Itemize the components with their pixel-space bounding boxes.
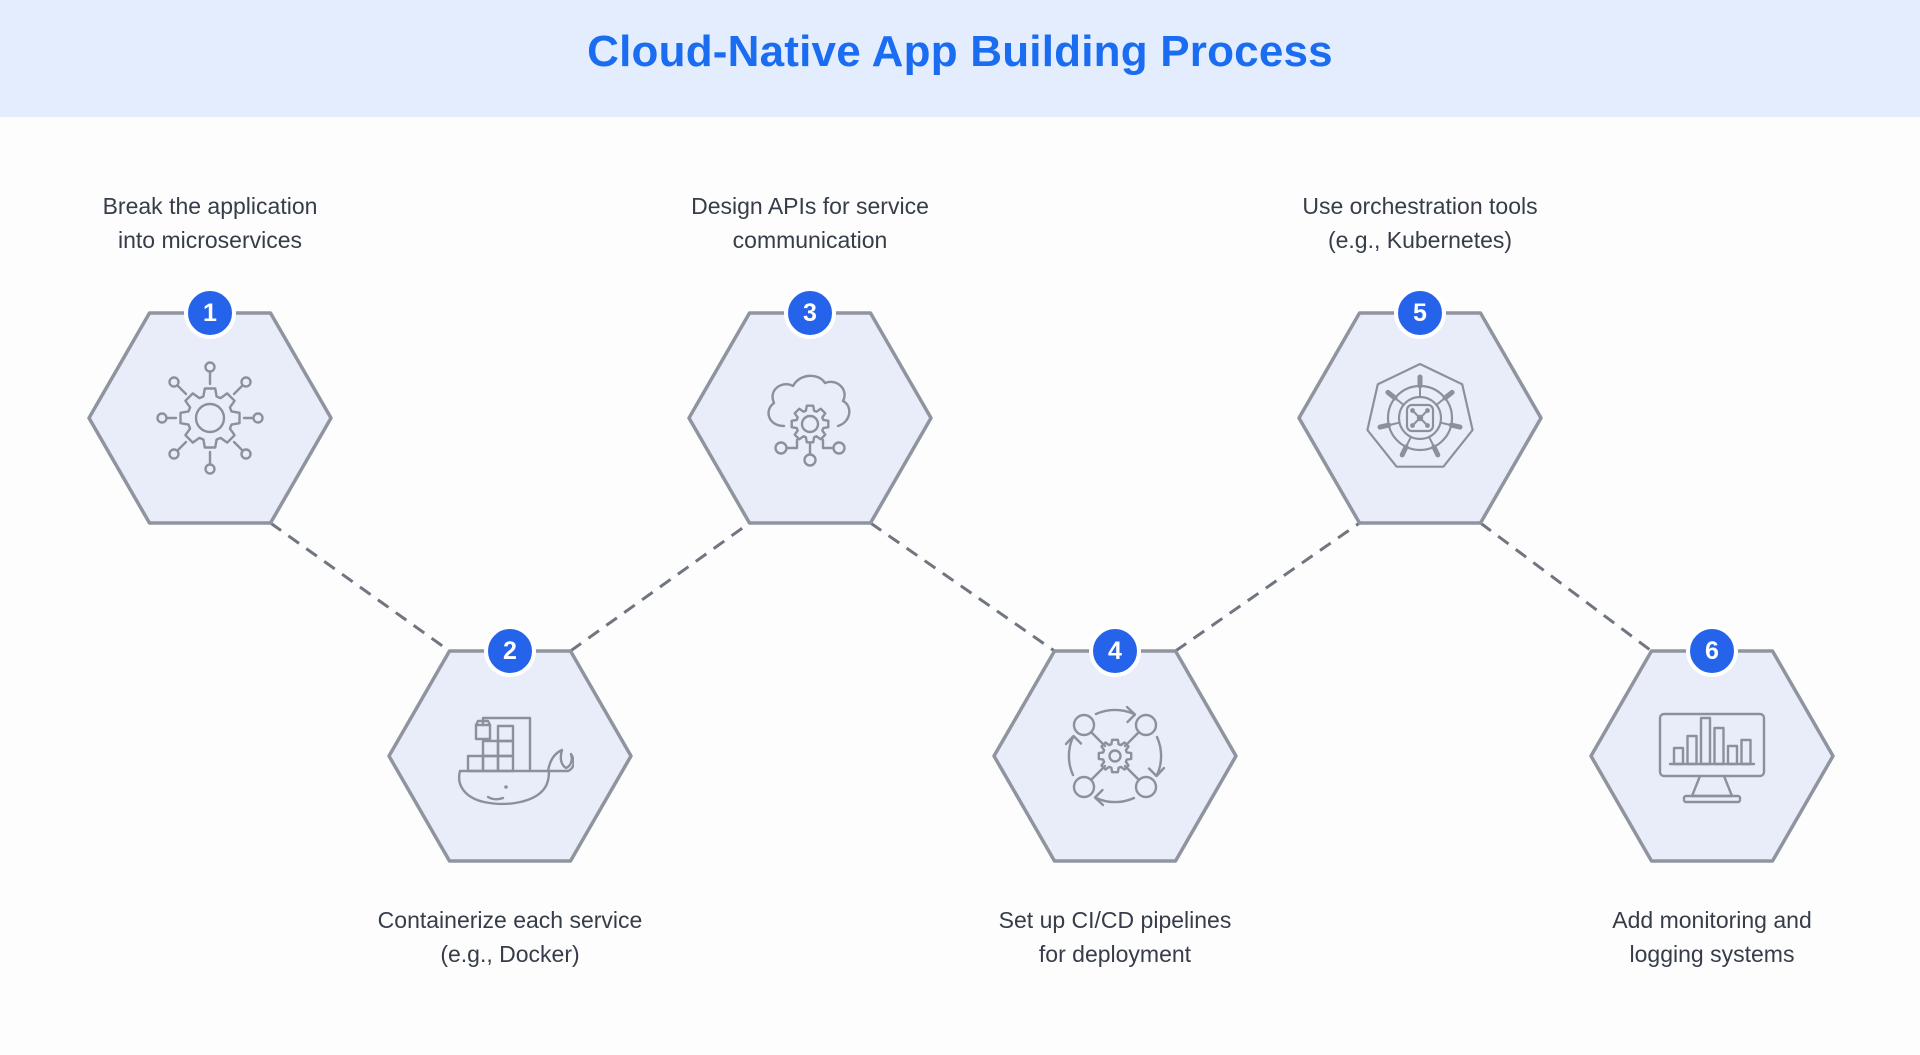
api-cloud-gear-icon (767, 374, 851, 467)
step-number: 5 (1413, 298, 1427, 327)
step-number-badge: 4 (1089, 625, 1141, 677)
microservices-gear-icon (156, 361, 264, 475)
step-number-badge: 3 (784, 287, 836, 339)
step-4-cicd-pipelines: 4 Set up CI/CD pipelines for deployment (992, 625, 1238, 967)
step-label-line1: Set up CI/CD pipelines (998, 907, 1232, 933)
step-number: 2 (503, 636, 517, 665)
step-label-line2: (e.g., Docker) (440, 941, 580, 967)
connector-2-3 (569, 521, 751, 653)
connector-3-4 (869, 521, 1056, 653)
step-number-badge: 6 (1686, 625, 1738, 677)
kubernetes-helm-icon (1366, 362, 1474, 468)
docker-whale-icon (457, 716, 574, 806)
monitoring-chart-icon (1658, 712, 1766, 804)
connector-1-2 (269, 521, 451, 653)
step-label-line1: Use orchestration tools (1302, 193, 1538, 219)
step-number: 4 (1108, 636, 1122, 665)
step-label-line1: Break the application (102, 193, 318, 219)
step-6-monitoring-logging: 6 Add monitoring and logging systems (1589, 625, 1835, 967)
page-title: Cloud-Native App Building Process (587, 26, 1333, 76)
step-label-line2: logging systems (1629, 941, 1795, 967)
step-5-orchestration-kubernetes: Use orchestration tools (e.g., Kubernete… (1297, 193, 1543, 525)
step-number: 3 (803, 298, 817, 327)
step-label: Use orchestration tools (e.g., Kubernete… (1210, 189, 1630, 257)
step-1-break-into-microservices: Break the application into microservices… (87, 193, 333, 525)
step-label: Containerize each service (e.g., Docker) (300, 903, 720, 971)
cicd-cycle-icon (1064, 705, 1166, 807)
step-number: 6 (1705, 636, 1719, 665)
step-label-line2: into microservices (117, 227, 303, 253)
step-3-design-apis: Design APIs for service communication 3 (687, 193, 933, 525)
step-label-line1: Design APIs for service (691, 193, 929, 219)
step-label-line2: communication (732, 227, 888, 253)
title-banner: Cloud-Native App Building Process (0, 0, 1920, 117)
step-number-badge: 2 (484, 625, 536, 677)
step-label: Add monitoring and logging systems (1502, 903, 1920, 971)
hexagon-shape (992, 649, 1238, 863)
step-number-badge: 1 (184, 287, 236, 339)
hexagon-shape (687, 311, 933, 525)
step-label: Break the application into microservices (0, 189, 420, 257)
step-2-containerize-docker: 2 Containerize each service (e.g., Docke… (378, 625, 642, 967)
step-label-line2: (e.g., Kubernetes) (1327, 227, 1513, 253)
step-label: Set up CI/CD pipelines for deployment (905, 903, 1325, 971)
hexagon-shape (87, 311, 333, 525)
step-label-line1: Containerize each service (377, 907, 643, 933)
step-label: Design APIs for service communication (600, 189, 1020, 257)
step-number: 1 (203, 298, 217, 327)
step-label-line1: Add monitoring and (1612, 907, 1812, 933)
hexagon-shape (1589, 649, 1835, 863)
connector-4-5 (1174, 521, 1361, 653)
step-number-badge: 5 (1394, 287, 1446, 339)
connector-5-6 (1479, 521, 1653, 653)
step-label-line2: for deployment (1038, 941, 1192, 967)
